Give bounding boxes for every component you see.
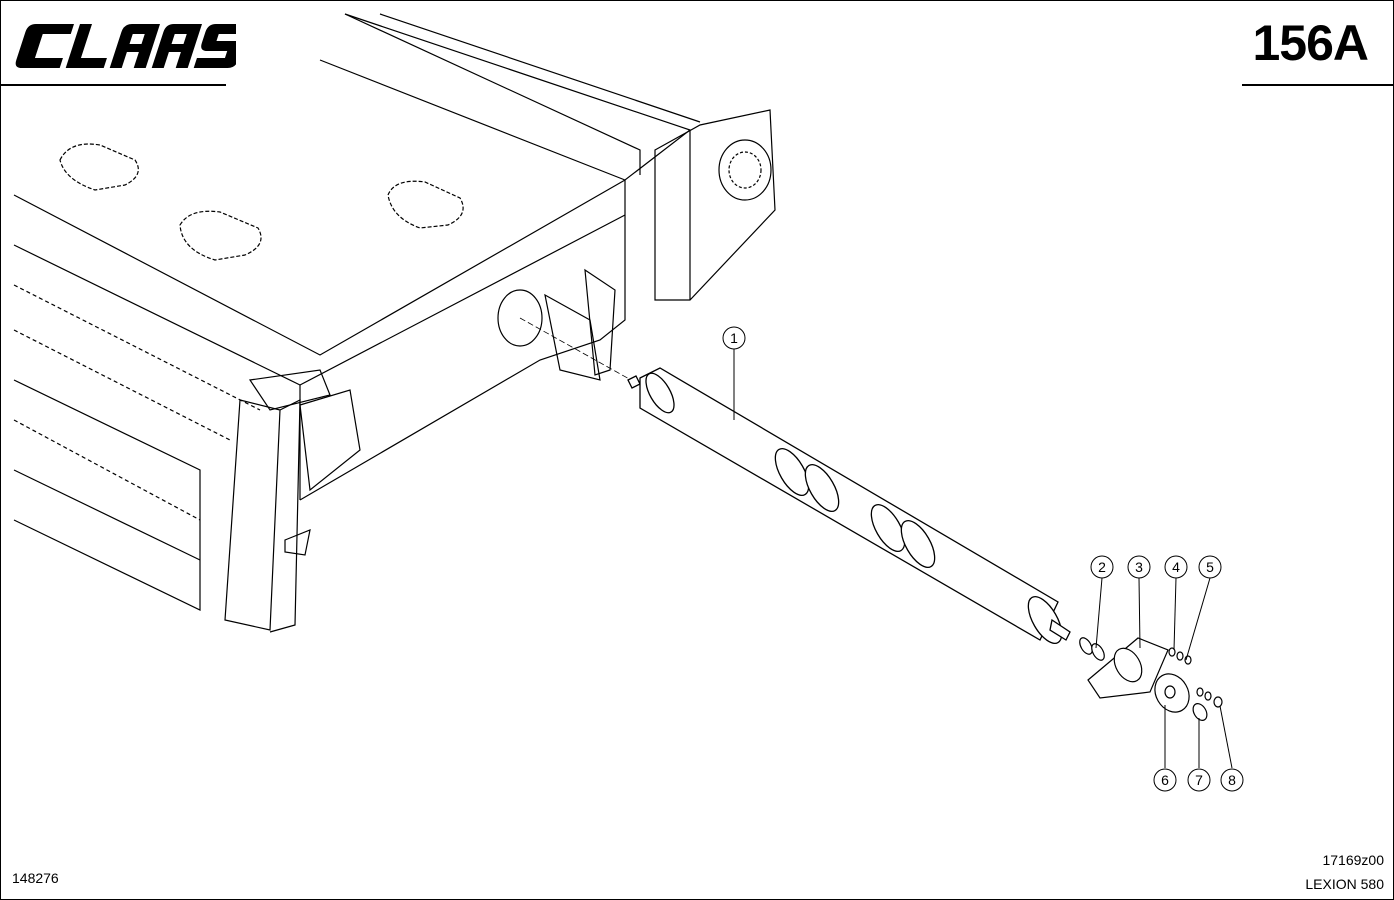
svg-text:2: 2 bbox=[1098, 559, 1106, 575]
svg-text:3: 3 bbox=[1135, 559, 1143, 575]
callout-3: 3 bbox=[1127, 555, 1151, 579]
claas-logo bbox=[15, 24, 236, 68]
leader-lines bbox=[733, 348, 1233, 769]
callout-2: 2 bbox=[1090, 555, 1114, 579]
callout-5: 5 bbox=[1198, 555, 1222, 579]
callouts: 1 2 3 4 5 6 7 8 bbox=[722, 326, 1244, 792]
page-number: 156A bbox=[1252, 15, 1369, 71]
callout-7: 7 bbox=[1187, 768, 1211, 792]
svg-text:1: 1 bbox=[730, 330, 738, 346]
figure-id: 148276 bbox=[12, 870, 59, 886]
roller-shaft bbox=[627, 367, 1071, 644]
svg-text:6: 6 bbox=[1161, 772, 1169, 788]
callout-6: 6 bbox=[1153, 768, 1177, 792]
callout-4: 4 bbox=[1164, 555, 1188, 579]
header-rule-right bbox=[1242, 84, 1394, 86]
callout-8: 8 bbox=[1220, 768, 1244, 792]
svg-text:8: 8 bbox=[1228, 772, 1236, 788]
machine-model: LEXION 580 bbox=[1305, 876, 1384, 892]
svg-text:4: 4 bbox=[1172, 559, 1180, 575]
drawing-id: 17169z00 bbox=[1322, 852, 1384, 868]
svg-text:5: 5 bbox=[1206, 559, 1214, 575]
bearing-hardware bbox=[1079, 637, 1223, 721]
header-rule-left bbox=[0, 84, 226, 86]
frame-assembly bbox=[13, 13, 776, 633]
callout-1: 1 bbox=[722, 326, 746, 350]
svg-text:7: 7 bbox=[1195, 772, 1203, 788]
